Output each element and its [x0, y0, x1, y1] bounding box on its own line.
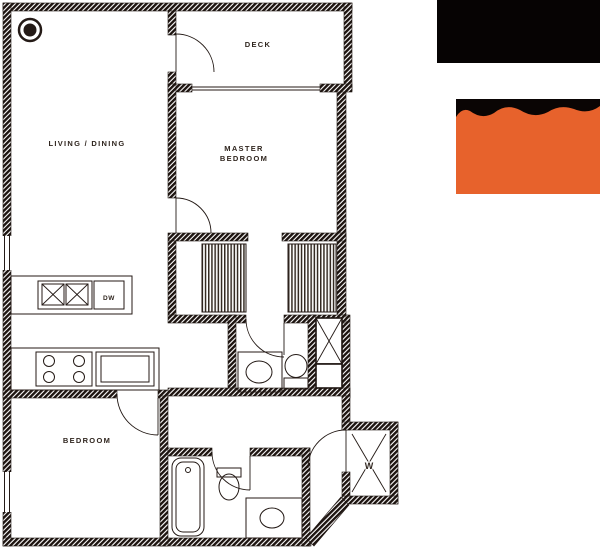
windows — [2, 86, 320, 512]
logo-brush-stroke-icon — [456, 99, 600, 117]
brand-logo-graphic — [456, 99, 600, 194]
range-stove — [35, 351, 93, 387]
dishwasher — [93, 280, 125, 310]
angled-entry-wall — [305, 496, 350, 547]
toilet — [283, 354, 309, 390]
walkin-closet-left — [201, 243, 247, 313]
walkin-closet-right — [287, 243, 337, 313]
room-labels: LIVING / DINING DECK MASTER BEDROOM BEDR… — [48, 40, 271, 445]
room-label-master-bedroom: MASTER BEDROOM — [220, 144, 268, 163]
washer-label: W — [365, 461, 374, 471]
bathtub — [171, 457, 205, 537]
vanity-sink — [245, 497, 303, 539]
brand-logo — [456, 99, 600, 194]
room-label-deck: DECK — [245, 40, 271, 49]
kitchen-sink — [37, 280, 93, 310]
window — [2, 236, 12, 270]
window — [2, 472, 12, 512]
doors — [116, 33, 347, 491]
kitchen: DW — [10, 275, 160, 391]
room-label-living-dining: LIVING / DINING — [48, 139, 125, 148]
svg-text:MASTER: MASTER — [224, 144, 263, 153]
bathroom-door-swing — [211, 451, 251, 491]
kitchen-counter-lower — [10, 347, 160, 391]
second-bath — [171, 457, 303, 539]
brand-banner-black — [437, 0, 600, 63]
dishwasher-label: DW — [103, 295, 115, 302]
smoke-detector-icon — [17, 17, 43, 43]
closets — [201, 243, 337, 313]
toilet — [216, 467, 242, 501]
deck-door-swing — [175, 33, 215, 73]
sliding-glass-door — [192, 86, 320, 91]
bedroom-door-swing — [116, 393, 159, 436]
master-bath — [237, 351, 309, 393]
master-door-swing — [175, 197, 212, 234]
fridge — [95, 351, 155, 387]
shaft-box — [315, 317, 343, 389]
washer-closet: W — [351, 433, 387, 493]
walls — [2, 2, 399, 547]
room-label-bedroom: BEDROOM — [63, 436, 111, 445]
master-bath-door-swing — [245, 318, 285, 358]
svg-text:BEDROOM: BEDROOM — [220, 154, 268, 163]
entry-door-swing — [307, 429, 347, 472]
vanity-sink — [237, 351, 283, 393]
